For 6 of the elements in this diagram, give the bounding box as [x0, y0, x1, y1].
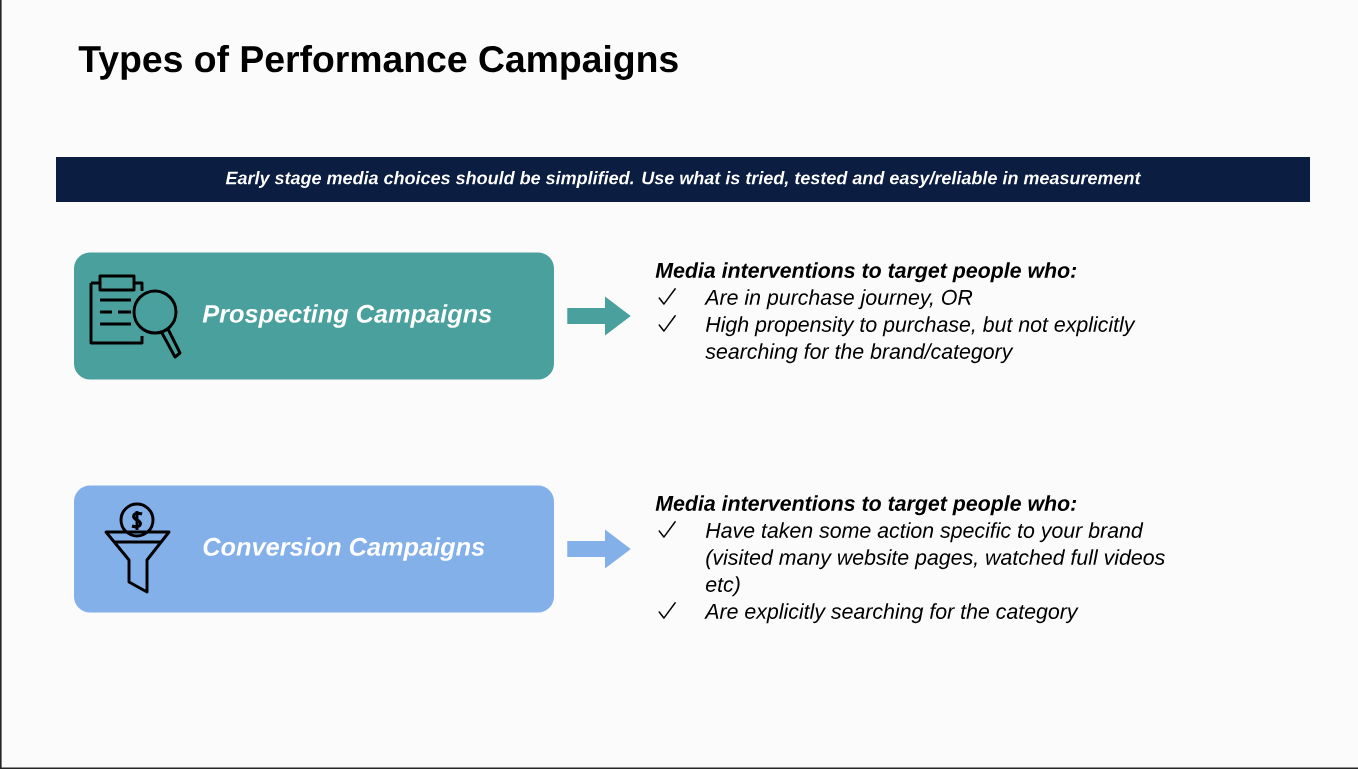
campaign-box: Prospecting Campaigns [74, 252, 554, 380]
title: Types of Performance Campaigns [78, 44, 678, 80]
bullet-list: Media interventions to target people who: Have taken some action specific to your brand (visited many website pages, watched full videos etc) Are explicitly searching for the category [655, 495, 1165, 624]
bullet-list: Media interventions to target people who: Are in purchase journey, OR High propensity to purchase, but not explicitly searching for the brand/category [655, 262, 1136, 364]
banner: Early stage media choices should be simplified. Use what is tried, tested and easy/reliable in measurement [56, 157, 1310, 202]
campaign-box: Conversion Campaigns [74, 485, 554, 613]
